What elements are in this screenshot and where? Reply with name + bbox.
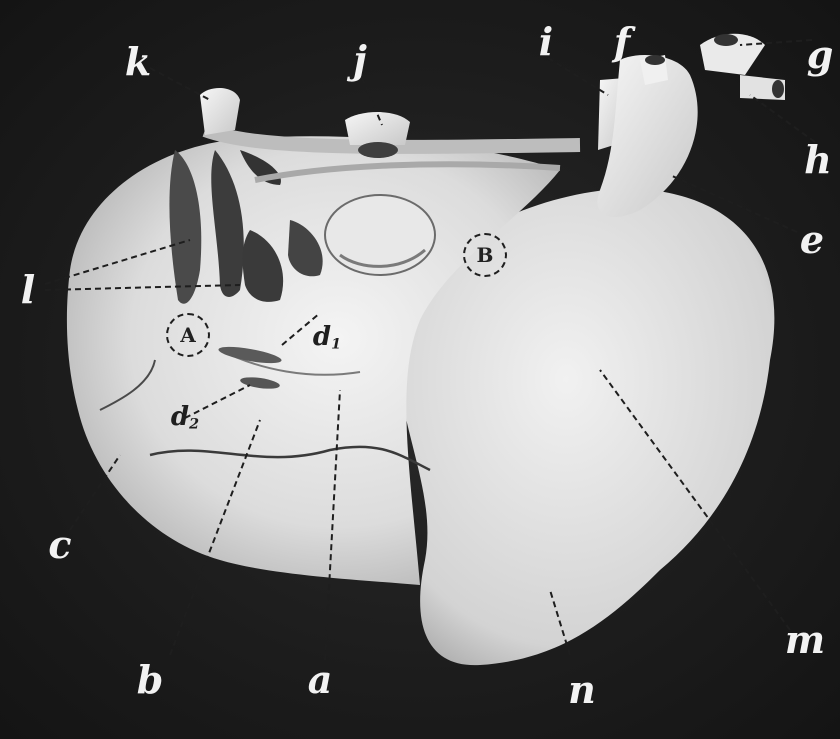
label-b: b — [137, 661, 164, 699]
label-A: A — [166, 313, 210, 357]
label-c: c — [48, 526, 71, 564]
inner-oval-chamber — [325, 195, 435, 275]
label-f: f — [614, 23, 630, 61]
label-h-right: h — [804, 141, 832, 179]
label-e: e — [800, 221, 824, 259]
label-i: i — [539, 23, 553, 61]
label-n: n — [568, 671, 596, 709]
label-l: l — [21, 271, 35, 309]
label-m: m — [785, 621, 825, 659]
label-B: B — [463, 233, 507, 277]
label-d2: d2 — [171, 404, 199, 432]
vessel-k — [200, 88, 240, 135]
label-j: j — [353, 41, 367, 79]
label-k: k — [125, 43, 151, 81]
label-d1: d1 — [313, 324, 341, 352]
label-g: g — [807, 36, 834, 74]
label-a: a — [308, 661, 333, 699]
